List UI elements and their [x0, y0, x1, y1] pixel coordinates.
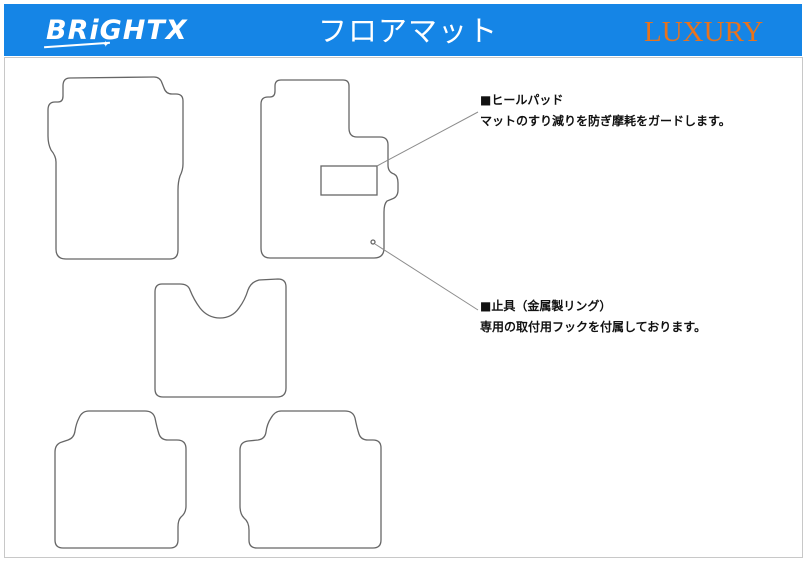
mat-center: [154, 278, 287, 398]
fastener-ring-icon: [370, 239, 376, 245]
heel-pad-title: ヒールパッド: [480, 90, 731, 111]
header-bar: BRiGHTX ✦ フロアマット LUXURY: [4, 4, 802, 56]
mat-front-passenger: [47, 76, 184, 260]
heel-pad-region: [320, 165, 378, 196]
heel-pad-description: マットのすり減りを防ぎ摩耗をガードします。: [480, 114, 731, 128]
fastener-title: 止具（金属製リング）: [480, 296, 706, 317]
heel-pad-leader-line: [376, 111, 479, 167]
mat-front-driver: [260, 79, 399, 259]
brand-star-icon: ✦: [102, 40, 110, 50]
fastener-description: 専用の取付用フックを付属しております。: [480, 320, 707, 334]
brand-logo: BRiGHTX: [46, 15, 188, 46]
page-title: フロアマット: [318, 14, 499, 48]
heel-pad-callout: ヒールパッド マットのすり減りを防ぎ摩耗をガードします。: [480, 90, 731, 132]
fastener-callout: 止具（金属製リング） 専用の取付用フックを付属しております。: [480, 296, 706, 338]
fastener-leader-line: [374, 243, 479, 311]
grade-label: LUXURY: [644, 16, 764, 48]
mat-rear-left: [54, 410, 187, 549]
mat-rear-right: [239, 410, 382, 549]
